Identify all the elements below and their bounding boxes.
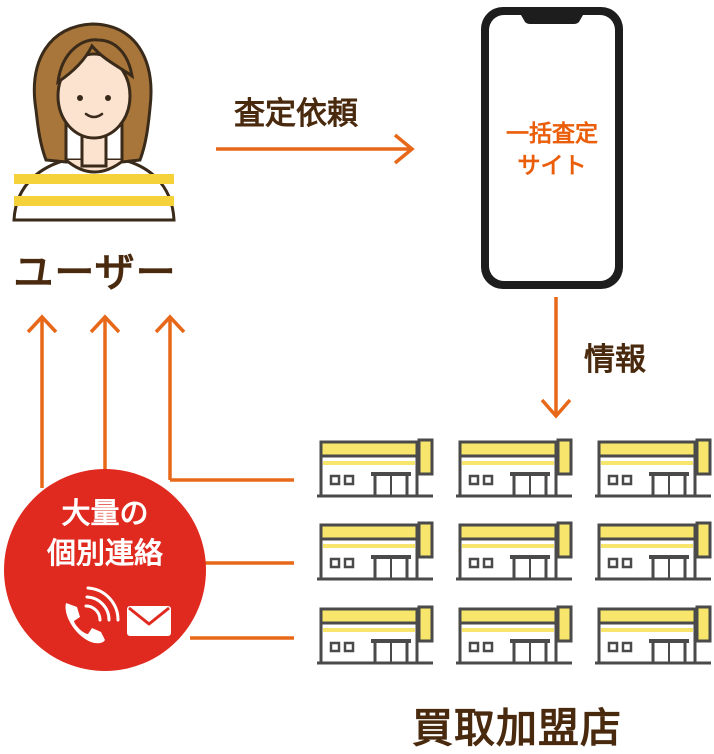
smartphone: [481, 7, 623, 289]
phone-icon: [65, 586, 120, 644]
user-arrow-2: [89, 314, 121, 488]
store: [593, 438, 713, 498]
store: [315, 521, 435, 581]
user-arrow-1: [26, 314, 58, 488]
site-label-line1: 一括査定: [506, 121, 598, 147]
store: [315, 605, 435, 665]
store: [454, 521, 574, 581]
info-arrow: [540, 297, 572, 419]
contact-text-line1: 大量の: [61, 496, 149, 530]
store: [593, 605, 713, 665]
user-illustration: [12, 22, 176, 222]
stores-label: 買取加盟店: [412, 704, 622, 752]
user-arrow-3: [154, 314, 186, 480]
contact-text-line2: 個別連絡: [46, 536, 163, 570]
store: [315, 438, 435, 498]
request-arrow: [216, 133, 415, 165]
site-label-line2: サイト: [517, 153, 587, 179]
contact-text: 大量の 個別連絡: [10, 493, 200, 573]
mail-icon: [127, 606, 171, 636]
user-label: ユーザー: [13, 250, 177, 296]
request-label: 査定依頼: [234, 96, 358, 132]
store: [593, 521, 713, 581]
info-label: 情報: [584, 342, 646, 378]
store: [454, 438, 574, 498]
site-label: 一括査定 サイト: [484, 118, 620, 182]
store-grid: [315, 438, 713, 665]
store: [454, 605, 574, 665]
